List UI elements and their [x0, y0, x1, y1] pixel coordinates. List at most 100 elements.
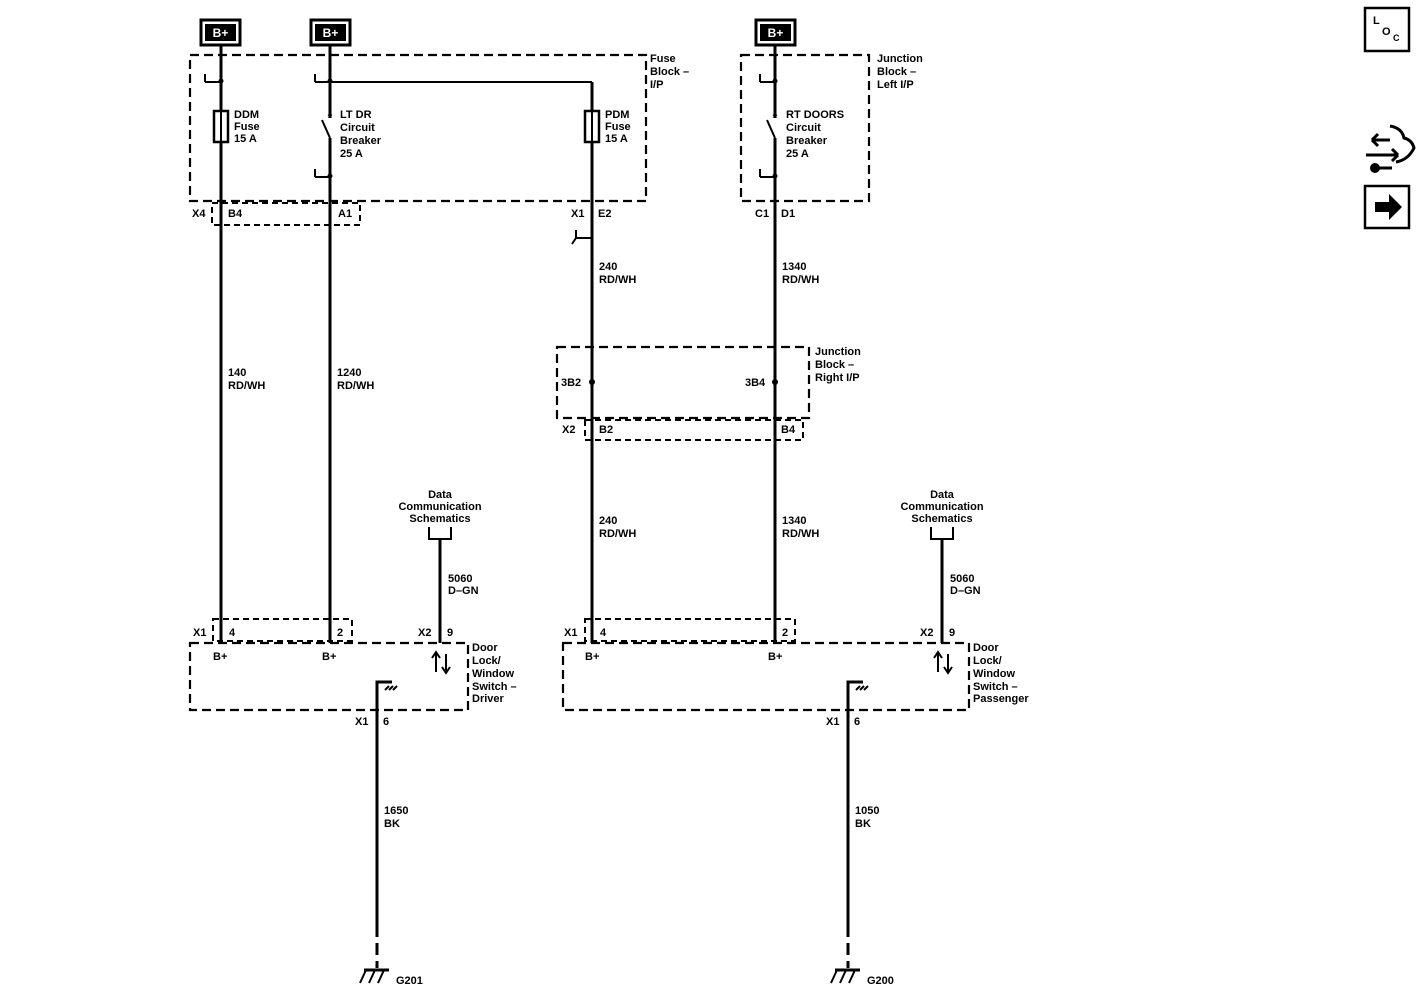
svg-text:25 A: 25 A [786, 148, 809, 160]
svg-text:Block –: Block – [650, 66, 689, 78]
svg-text:4: 4 [600, 627, 607, 639]
pin-d1: D1 [781, 208, 795, 220]
door-lock-window-switch-driver: X1 4 2 X2 9 B+ B+ Door Lock/ Window Swit… [188, 618, 517, 728]
svg-text:Door: Door [472, 642, 498, 654]
svg-text:B+: B+ [768, 26, 784, 40]
svg-text:X1: X1 [355, 716, 368, 728]
connector-x4-shell [211, 202, 361, 226]
svg-text:Fuse: Fuse [234, 121, 260, 133]
svg-text:B+: B+ [323, 26, 339, 40]
svg-text:1240: 1240 [337, 367, 361, 379]
svg-text:Driver: Driver [472, 693, 505, 705]
svg-text:6: 6 [854, 716, 860, 728]
pin-e2: E2 [598, 208, 611, 220]
svg-text:Communication: Communication [900, 501, 983, 513]
svg-text:Right I/P: Right I/P [815, 372, 860, 384]
svg-text:15 A: 15 A [234, 133, 257, 145]
svg-text:1340: 1340 [782, 261, 806, 273]
data-comm-passenger: Data Communication Schematics 5060 D–GN [900, 489, 984, 643]
svg-text:RT DOORS: RT DOORS [786, 109, 844, 121]
ground-circuit-driver: 1650 BK G201 [359, 718, 423, 987]
svg-text:2: 2 [337, 627, 343, 639]
svg-text:B+: B+ [213, 26, 229, 40]
svg-text:Circuit: Circuit [340, 122, 375, 134]
svg-text:RD/WH: RD/WH [782, 274, 819, 286]
svg-text:Breaker: Breaker [786, 135, 828, 147]
svg-text:Window: Window [472, 668, 514, 680]
svg-text:Fuse: Fuse [605, 121, 631, 133]
svg-text:Passenger: Passenger [973, 693, 1029, 705]
wire-harness-icon[interactable] [1366, 124, 1416, 173]
svg-text:5060: 5060 [448, 573, 472, 585]
bplus-source-3: B+ [754, 18, 797, 47]
svg-text:9: 9 [447, 627, 453, 639]
svg-text:Breaker: Breaker [340, 135, 382, 147]
junction-block-right-ip: 3B2 3B4 Junction Block – Right I/P X2 B2… [555, 345, 861, 441]
connector-x1-fuse: X1 [571, 208, 584, 220]
svg-text:1340: 1340 [782, 515, 806, 527]
svg-text:240: 240 [599, 515, 617, 527]
ground-g200: G200 [867, 975, 894, 987]
svg-text:Data: Data [428, 489, 453, 501]
svg-text:9: 9 [949, 627, 955, 639]
wire-labels: 140 RD/WH 1240 RD/WH 240 RD/WH 1340 RD/W… [228, 261, 819, 540]
svg-text:X2: X2 [562, 424, 575, 436]
svg-text:1650: 1650 [384, 805, 408, 817]
svg-text:B+: B+ [322, 651, 336, 663]
svg-text:X2: X2 [920, 627, 933, 639]
svg-text:X1: X1 [826, 716, 839, 728]
svg-text:Left I/P: Left I/P [877, 79, 914, 91]
svg-text:B2: B2 [599, 424, 613, 436]
svg-text:Window: Window [973, 668, 1015, 680]
svg-text:Schematics: Schematics [409, 513, 470, 525]
pin-b4: B4 [228, 208, 243, 220]
svg-text:Switch –: Switch – [973, 681, 1018, 693]
svg-text:PDM: PDM [605, 109, 629, 121]
svg-text:1050: 1050 [855, 805, 879, 817]
svg-text:Circuit: Circuit [786, 122, 821, 134]
ddm-fuse-circuit: DDM Fuse 15 A [204, 45, 260, 643]
connector-x4: X4 [192, 208, 206, 220]
loc-icon[interactable]: L O C [1363, 6, 1411, 53]
svg-text:4: 4 [229, 627, 236, 639]
svg-text:C: C [1393, 33, 1400, 43]
svg-text:BK: BK [855, 818, 871, 830]
svg-text:B+: B+ [213, 651, 227, 663]
svg-text:*: * [773, 111, 778, 125]
junction-block-left-ip: Junction Block – Left I/P [739, 53, 923, 203]
svg-text:15 A: 15 A [605, 133, 628, 145]
svg-text:Fuse: Fuse [650, 53, 676, 65]
svg-text:O: O [1382, 26, 1391, 38]
svg-text:Block –: Block – [815, 359, 854, 371]
svg-text:Door: Door [973, 642, 999, 654]
svg-text:D–GN: D–GN [448, 585, 479, 597]
svg-text:D–GN: D–GN [950, 585, 981, 597]
svg-text:5060: 5060 [950, 573, 974, 585]
svg-text:BK: BK [384, 818, 400, 830]
svg-text:25 A: 25 A [340, 148, 363, 160]
svg-text:RD/WH: RD/WH [599, 528, 636, 540]
svg-text:L: L [1373, 15, 1380, 27]
svg-text:B+: B+ [768, 651, 782, 663]
svg-text:3B4: 3B4 [745, 377, 766, 389]
lt-dr-breaker-circuit: * LT DR Circuit Breaker 25 A [314, 45, 592, 643]
svg-text:6: 6 [383, 716, 389, 728]
fuse-block-ip: Fuse Block – I/P [188, 53, 689, 203]
svg-text:Lock/: Lock/ [973, 655, 1002, 667]
pin-c1: C1 [755, 208, 769, 220]
svg-text:B4: B4 [781, 424, 796, 436]
arrow-right-icon[interactable] [1363, 184, 1411, 230]
ground-circuit-passenger: 1050 BK G200 [830, 718, 894, 987]
svg-text:X2: X2 [418, 627, 431, 639]
svg-text:Lock/: Lock/ [472, 655, 501, 667]
svg-text:Schematics: Schematics [911, 513, 972, 525]
svg-text:B+: B+ [585, 651, 599, 663]
svg-text:Data: Data [930, 489, 955, 501]
svg-text:Junction: Junction [815, 346, 861, 358]
svg-text:RD/WH: RD/WH [337, 380, 374, 392]
ground-g201: G201 [396, 975, 423, 987]
data-comm-driver: Data Communication Schematics 5060 D–GN [398, 489, 482, 643]
svg-text:LT DR: LT DR [340, 109, 372, 121]
svg-text:Switch –: Switch – [472, 681, 517, 693]
